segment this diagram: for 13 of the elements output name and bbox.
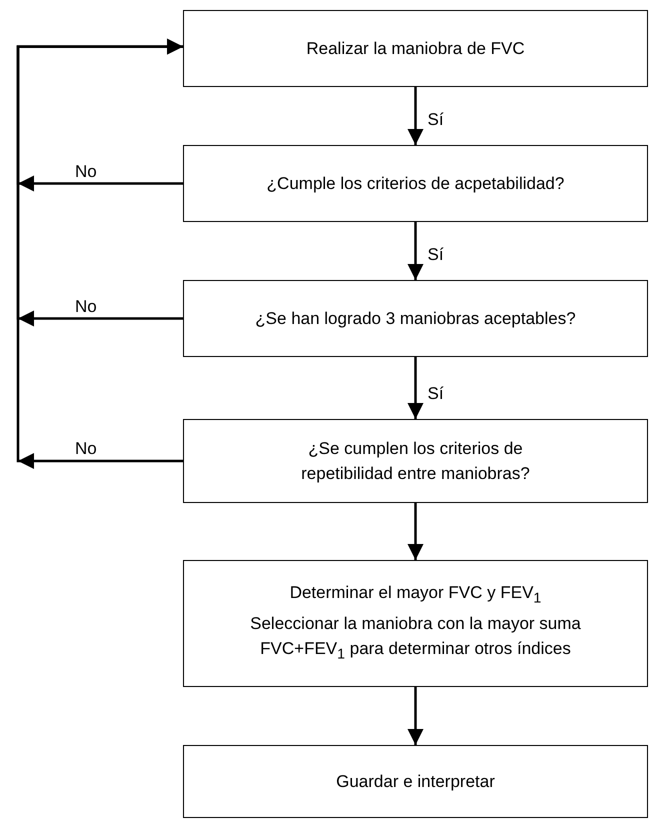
box-text: Determinar el mayor FVC y FEV$_{1}$ (290, 582, 542, 608)
box-text: ¿Se han logrado 3 maniobras aceptables? (255, 308, 576, 330)
box-text: Seleccionar la maniobra con la mayor suma FVC+FEV$_{1}$ para determinar otros índices (249, 613, 582, 664)
process-box (183, 419, 648, 503)
box-text: ¿Se cumplen los criterios de repetibilidad entre maniobras? (300, 438, 531, 485)
process-box (183, 560, 648, 687)
process-box (183, 280, 648, 357)
process-box (183, 745, 648, 818)
box-text: ¿Cumple los criterios de acpetabilidad? (266, 173, 564, 195)
box-text: Guardar e interpretar (336, 771, 495, 793)
box-text: Realizar la maniobra de FVC (306, 38, 525, 60)
process-box (183, 145, 648, 222)
process-box (183, 10, 648, 87)
